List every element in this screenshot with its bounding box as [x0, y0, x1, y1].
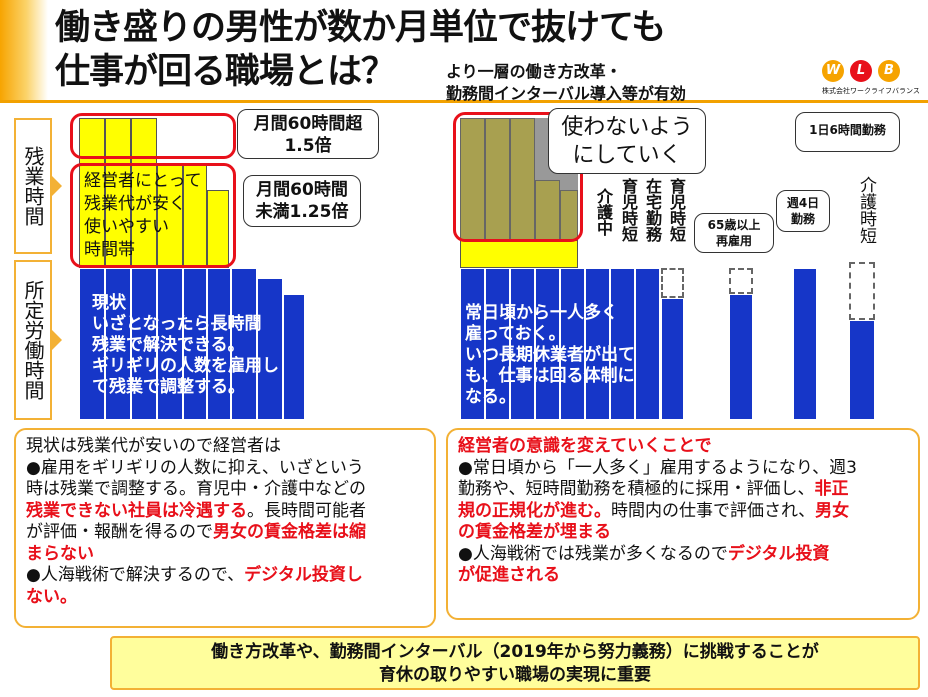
panel-right-line7: が促進される: [458, 565, 560, 585]
scheduled-bar: [560, 268, 585, 420]
highlight-under60: [70, 163, 236, 268]
panel-left-line8: ない。: [26, 586, 77, 607]
panel-left-line4b: 。長時間可能者: [247, 500, 366, 521]
footer-conclusion: 働き方改革や、勤務間インターバル（2019年から努力義務）に挑戦することが 育休…: [110, 636, 920, 690]
panel-future-state: 経営者の意識を変えていくことで ●常日頃から「一人多く」雇用するようになり、週3…: [446, 428, 920, 620]
callout-under60: 月間60時間 未満1.25倍: [243, 175, 361, 227]
logo-caption: 株式会社ワークライフバランス: [822, 87, 920, 95]
panel-right-highlight3: 男女: [815, 500, 850, 521]
panel-right-line6a: ●人海戦術では残業が多くなるので: [458, 543, 728, 564]
yellow-zone-text: 経営者にとって 残業代が安く 使いやすい 時間帯: [84, 171, 202, 260]
label-care: 介護中: [594, 188, 613, 236]
panel-left-highlight3: デジタル投資し: [244, 565, 363, 585]
panel-right-line3a: 勤務や、短時間勤務を積極的に採用・評価し、: [458, 479, 815, 499]
label-remote: 在宅勤務: [643, 178, 662, 242]
panel-right-highlight4: デジタル投資: [727, 543, 830, 564]
page-title-line1: 働き盛りの男性が数か月単位で抜けても: [55, 8, 666, 48]
left-blue-text: 現状 いざとなったら長時間 残業で解決できる。 ギリギリの人数を雇用し て残業で…: [92, 293, 279, 397]
company-logo: W L B 株式会社ワークライフバランス: [818, 60, 920, 100]
subtitle-line1: より一層の働き方改革・: [446, 62, 622, 81]
header-divider: [0, 100, 928, 103]
footer-line1: 働き方改革や、勤務間インターバル（2019年から努力義務）に挑戦することが: [211, 642, 819, 662]
scheduled-bar: [610, 268, 635, 420]
callout-4day: 週4日 勤務: [776, 190, 830, 232]
panel-left-line6: まらない: [26, 543, 94, 564]
scheduled-bar: [183, 268, 207, 420]
panel-right-heading: 経営者の意識を変えていくことで: [458, 436, 712, 456]
panel-left-line1: 現状は残業代が安いので経営者は: [26, 436, 281, 456]
rehire-bar: [729, 294, 753, 420]
footer-line2: 育休の取りやすい職場の実現に重要: [379, 665, 651, 685]
scheduled-bar: [79, 268, 105, 420]
panel-left-line3: 時は残業で調整する。育児中・介護中などの: [26, 479, 366, 499]
scheduled-bar: [131, 268, 157, 420]
scheduled-bar: [460, 268, 485, 420]
scheduled-bar: [157, 268, 183, 420]
four-day-bar: [793, 268, 817, 420]
panel-right-line5: の賃金格差が埋まる: [458, 522, 611, 542]
overtime-bar-under60: [105, 164, 131, 268]
callout-6h: 1日6時間勤務: [795, 112, 900, 152]
highlight-avoid: [453, 112, 583, 242]
care-short-bar: [849, 320, 875, 420]
label-care-short: 介護時短: [856, 176, 876, 244]
subtitle-line2: 勤務間インターバル導入等が有効: [446, 84, 686, 103]
scheduled-bar: [231, 268, 257, 420]
label-childcare-short-1: 育児時短: [619, 178, 638, 242]
panel-right-highlight1: 非正: [814, 479, 849, 499]
panel-left-line2: ●雇用をギリギリの人数に抑え、いざという: [26, 457, 364, 478]
header-accent-gradient: [0, 0, 48, 100]
arrow-scheduled: [52, 330, 62, 350]
page-title-line2: 仕事が回る職場とは？: [55, 52, 396, 92]
callout-over60: 月間60時間超 1.5倍: [237, 109, 379, 159]
highlight-over60: [70, 113, 236, 159]
scheduled-bar: [257, 278, 283, 420]
short-time-bar: [661, 298, 684, 420]
scheduled-bar: [105, 268, 131, 420]
panel-right-highlight2: 規の正規化が進む。: [458, 500, 611, 521]
overtime-bar-under60: [183, 164, 207, 268]
callout-avoid: 使わないよう にしていく: [548, 108, 706, 174]
right-blue-text: 常日頃から一人多く 雇っておく。 いつ長期休業者が出て も、仕事は回る体制に な…: [465, 303, 635, 407]
overtime-bar-under60: [131, 164, 157, 268]
scheduled-bar: [510, 268, 535, 420]
scheduled-bar: [485, 268, 510, 420]
panel-right-line2: ●常日頃から「一人多く」雇用するようになり、週3: [458, 457, 857, 478]
panel-current-state: 現状は残業代が安いので経営者は ●雇用をギリギリの人数に抑え、いざという 時は残…: [14, 428, 436, 628]
scheduled-bar: [585, 268, 610, 420]
callout-rehire-65: 65歳以上 再雇用: [694, 213, 774, 253]
scheduled-bar: [635, 268, 660, 420]
arrow-overtime: [52, 176, 62, 196]
label-scheduled-hours: 所定労働時間: [14, 260, 52, 420]
panel-left-line7a: ●人海戦術で解決するので、: [26, 565, 245, 585]
panel-left-highlight1: 残業できない社員は冷遇する: [26, 500, 247, 521]
label-childcare-short-2: 育児時短: [667, 178, 686, 242]
remaining-overtime-strip: [460, 240, 578, 268]
logo-letter-b: B: [878, 60, 900, 82]
scheduled-bar: [207, 268, 231, 420]
panel-left-line5a: が評価・報酬を得るので: [26, 522, 213, 542]
short-time-gap: [661, 268, 684, 298]
panel-right-line4b: 時間内の仕事で評価され、: [611, 500, 816, 521]
panel-left-highlight2: 男女の賃金格差は縮: [213, 522, 366, 542]
rehire-gap: [729, 268, 753, 294]
care-short-gap: [849, 262, 875, 320]
scheduled-bar: [535, 268, 560, 420]
logo-letter-l: L: [850, 60, 872, 82]
label-overtime: 残業時間: [14, 118, 52, 254]
logo-letter-w: W: [822, 60, 844, 82]
scheduled-bar: [283, 294, 305, 420]
